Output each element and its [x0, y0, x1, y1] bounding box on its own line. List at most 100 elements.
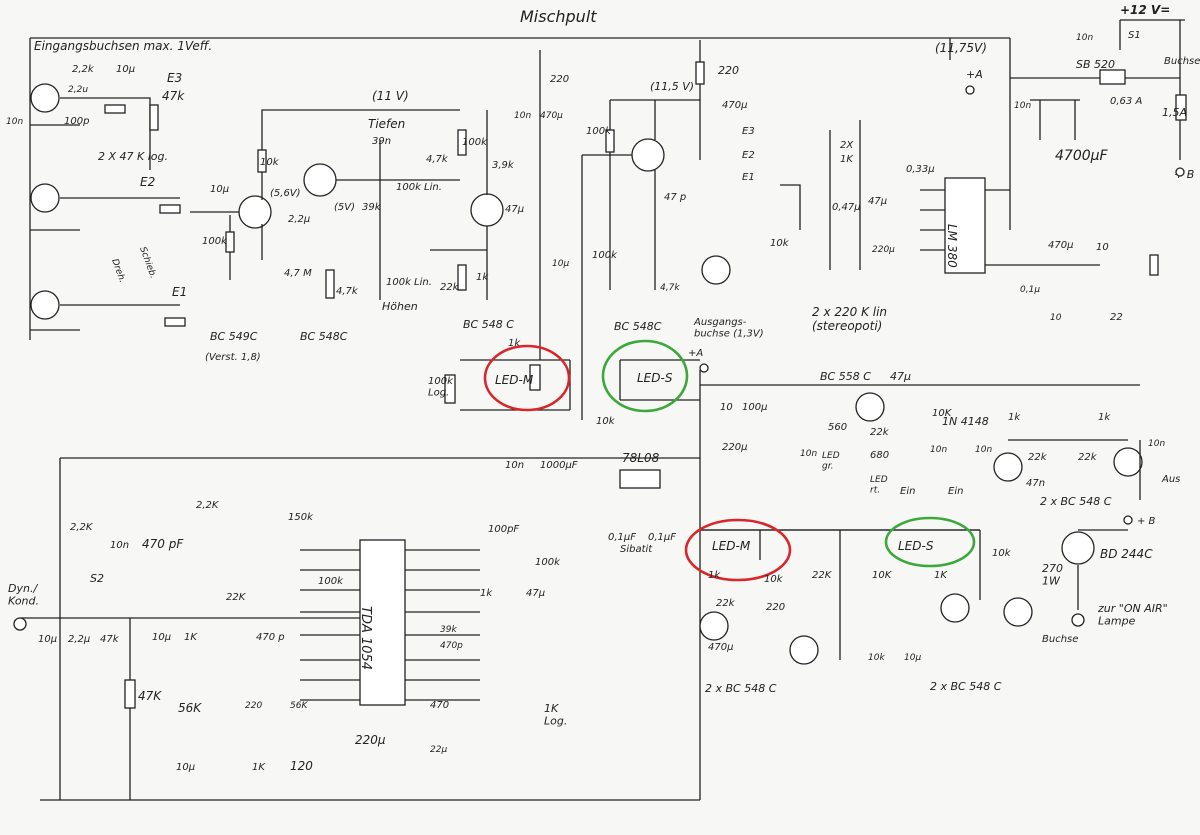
svg-text:22k: 22k	[716, 598, 736, 609]
pair3-label: 2 x BC 548 C	[930, 680, 1002, 693]
svg-text:1k: 1k	[480, 588, 493, 599]
svg-text:22k: 22k	[870, 427, 890, 438]
svg-text:56K: 56K	[290, 701, 308, 711]
svg-text:47µ: 47µ	[505, 204, 524, 215]
svg-text:100µ: 100µ	[742, 402, 767, 413]
supply-rail-label: (11,75V)	[935, 41, 987, 55]
svg-text:(5V): (5V)	[334, 202, 355, 213]
pot47k-label: 47k	[162, 89, 185, 103]
buchse-label: Buchse	[1164, 56, 1200, 67]
svg-text:10n: 10n	[930, 445, 947, 455]
c220u-label: 220µ	[355, 733, 386, 747]
tone-control: (11 V) Tiefen 39n 100k Lin. 100k Lin. Hö…	[260, 74, 569, 343]
tiefen-label: Tiefen	[368, 117, 405, 131]
c100p-label: 100p	[64, 116, 89, 127]
sibatit-label: Sibatit	[620, 544, 653, 555]
svg-text:1K: 1K	[934, 570, 948, 581]
svg-text:100k: 100k	[535, 557, 561, 568]
c01b-label: 0,1µF	[648, 532, 676, 543]
r100klin2-label: 100k Lin.	[386, 277, 432, 288]
svg-text:4,7k: 4,7k	[426, 154, 449, 165]
fuse2-label: 1,5A	[1162, 106, 1187, 119]
svg-text:680: 680	[870, 450, 889, 461]
t4-label: BC 548C	[614, 320, 662, 333]
svg-text:22: 22	[1110, 312, 1123, 323]
svg-text:22K: 22K	[812, 570, 833, 581]
svg-text:10n: 10n	[975, 445, 992, 455]
svg-text:100k: 100k	[592, 250, 618, 261]
c10n-label: 10n	[6, 117, 23, 127]
ein2-label: Ein	[948, 486, 963, 497]
r56k-label: 56K	[178, 701, 202, 715]
svg-text:2,2K: 2,2K	[196, 500, 220, 511]
svg-text:10k: 10k	[992, 548, 1012, 559]
svg-text:220µ: 220µ	[722, 442, 747, 453]
svg-text:10: 10	[720, 402, 733, 413]
r22k-label: 2,2k	[72, 64, 95, 75]
supply-rails	[29, 19, 1185, 801]
svg-text:1k: 1k	[1008, 412, 1021, 423]
c1000-label: 1000µF	[540, 460, 578, 471]
svg-text:10k: 10k	[596, 416, 616, 427]
svg-text:470: 470	[430, 700, 449, 711]
output-stage: (11,5 V) 220 470µ 47 p BC 548C Ausgangs-…	[552, 61, 764, 427]
svg-text:470µ: 470µ	[1048, 240, 1073, 251]
t3-label: BC 548 C	[463, 318, 514, 331]
svg-text:470 p: 470 p	[256, 632, 285, 643]
t1-label: BC 549C	[210, 330, 258, 343]
s2-label: S2	[90, 572, 104, 585]
svg-text:47n: 47n	[1026, 478, 1045, 489]
svg-text:100k: 100k	[318, 576, 344, 587]
c470u-label: 470µ	[722, 100, 747, 111]
r220-label: 220	[718, 64, 739, 77]
svg-text:4,7 M: 4,7 M	[284, 268, 312, 279]
svg-text:10k: 10k	[764, 574, 784, 585]
bc558-label: BC 558 C	[820, 370, 871, 383]
reg-label: 78L08	[622, 451, 660, 465]
dyn-label: Dyn./Kond.	[8, 582, 39, 608]
r100klin-label: 100k Lin.	[396, 182, 442, 193]
svg-text:220: 220	[245, 701, 262, 711]
c4700-label: 4700µF	[1055, 148, 1109, 164]
led-m2-label: LED-M	[712, 539, 751, 553]
pair1-label: 2 x BC 548 C	[1040, 495, 1112, 508]
schieb-label: Schieb.	[137, 246, 158, 280]
svg-text:1k: 1k	[1098, 412, 1111, 423]
svg-text:E3: E3	[742, 126, 755, 137]
svg-text:100k: 100k	[586, 126, 612, 137]
svg-text:10: 10	[1050, 313, 1062, 323]
svg-text:22K: 22K	[226, 592, 247, 603]
svg-text:470p: 470p	[440, 641, 463, 651]
mic-preamp: TDA 1054 Dyn./Kond. S2 470 pF 47K 56K 12…	[8, 500, 567, 800]
svg-text:2,2µ: 2,2µ	[288, 214, 310, 225]
svg-text:47µ: 47µ	[868, 196, 887, 207]
led-m1-label: LED-M	[495, 373, 534, 387]
preamp-stage: BC 549C (Verst. 1,8) 10µ 100k	[190, 109, 460, 363]
svg-text:4,7k: 4,7k	[336, 286, 359, 297]
power-supply: 4700µF SB 520 0,63 A 1,5A +A + B 10n 10n	[965, 33, 1194, 181]
svg-text:39k: 39k	[362, 202, 382, 213]
e2-label: E2	[140, 175, 155, 189]
svg-text:E2: E2	[742, 150, 755, 161]
led-s1-label: LED-S	[637, 371, 673, 385]
t1-note: (Verst. 1,8)	[205, 352, 261, 363]
svg-text:10k: 10k	[770, 238, 790, 249]
svg-text:220: 220	[550, 74, 569, 85]
svg-text:0,1µ: 0,1µ	[1020, 285, 1040, 295]
svg-text:1K: 1K	[252, 762, 266, 773]
led-s2-label: LED-S	[898, 539, 934, 553]
pot2x47k-label: 2 X 47 K log.	[98, 150, 168, 163]
svg-text:10µ: 10µ	[38, 634, 57, 645]
s1-label: S1	[1128, 30, 1141, 41]
title: Mischpult	[520, 7, 597, 26]
svg-text:2,2µ: 2,2µ	[68, 634, 90, 645]
c470pf-label: 470 pF	[142, 537, 184, 551]
regulator-block: 78L08 1000µF 0,1µF 0,1µF Sibatit 10n	[505, 451, 676, 555]
svg-text:10n: 10n	[505, 460, 524, 471]
fuse1-label: 0,63 A	[1110, 96, 1142, 107]
input-stage: E3 E2 E1 47k 2 X 47 K log. 2,2k 2,2u 10µ…	[6, 64, 187, 331]
